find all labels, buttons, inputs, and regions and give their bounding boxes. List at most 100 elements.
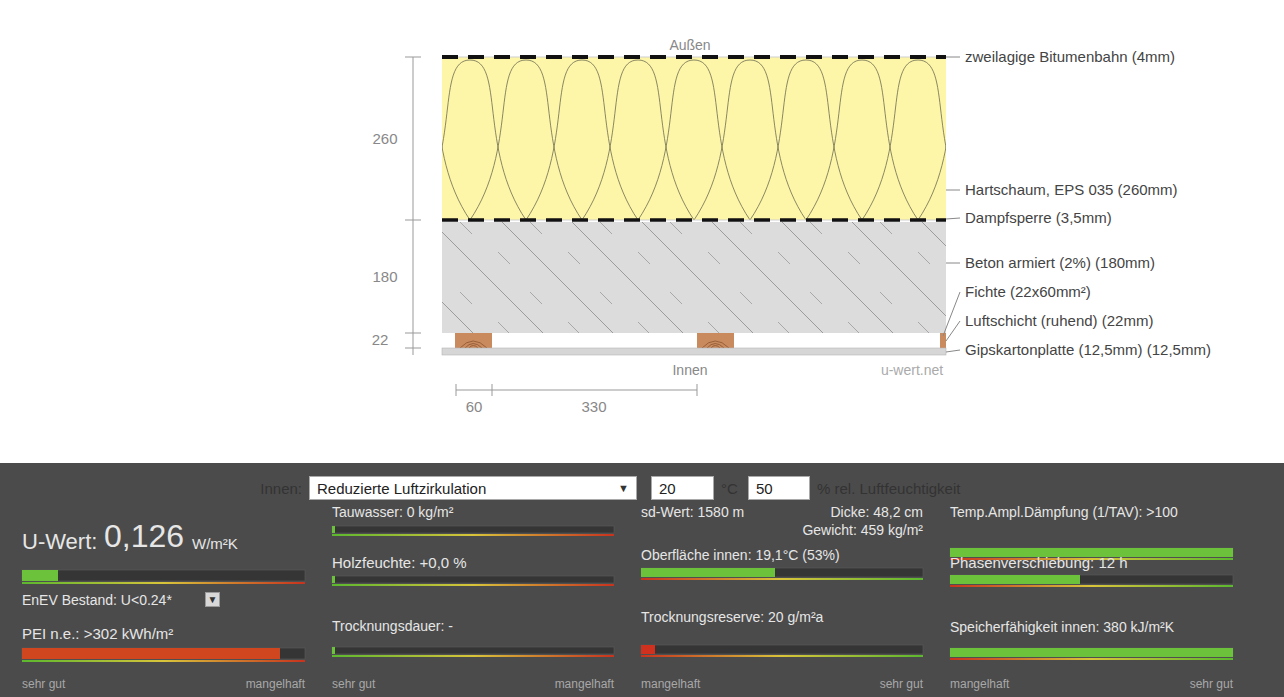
bar-fill bbox=[332, 526, 335, 533]
air-layer bbox=[442, 333, 946, 348]
spruce-battens bbox=[455, 333, 946, 348]
bar-fill bbox=[950, 575, 1080, 584]
eps-loop bbox=[442, 60, 526, 220]
eps-loop bbox=[862, 60, 946, 220]
result-value: Phasenverschiebung: 12 h bbox=[950, 554, 1128, 571]
dimension: 60 bbox=[466, 398, 483, 415]
bar-scale bbox=[332, 584, 614, 586]
eps-loop bbox=[582, 60, 694, 220]
eps-loop bbox=[442, 60, 470, 220]
scale-label: sehr gut bbox=[22, 678, 65, 692]
result-value: PEI n.e.: >302 kWh/m² bbox=[22, 625, 173, 642]
dropdown-button: ▼ bbox=[205, 592, 220, 607]
result-value: Holzfeuchte: +0,0 % bbox=[332, 554, 467, 571]
field-value: Reduzierte Luftzirkulation bbox=[317, 480, 486, 497]
field-value: 50 bbox=[756, 480, 773, 497]
dimension: 22 bbox=[372, 331, 389, 348]
eps-texture bbox=[442, 60, 946, 220]
side-label: Außen bbox=[669, 37, 710, 53]
bar-fill bbox=[22, 570, 58, 581]
side-label: Innen bbox=[672, 362, 707, 378]
field-label: Innen: bbox=[260, 480, 302, 497]
result-value: sd-Wert: 1580 m bbox=[641, 504, 744, 520]
bar-track bbox=[950, 575, 1233, 584]
layer-label: Beton armiert (2%) (180mm) bbox=[965, 254, 1155, 271]
eps-loop bbox=[638, 60, 750, 220]
bar-track bbox=[332, 647, 614, 654]
rating-bars bbox=[22, 526, 1233, 662]
eps-layer bbox=[442, 57, 946, 220]
result-value: Trocknungsdauer: - bbox=[332, 618, 453, 634]
bar-scale bbox=[22, 582, 305, 584]
gypsum-board bbox=[442, 348, 946, 355]
result-value: EnEV Bestand: U<0.24* bbox=[22, 592, 172, 608]
scale-label: sehr gut bbox=[332, 678, 375, 692]
bar-scale bbox=[641, 655, 923, 657]
bitumen-membrane-dashes bbox=[442, 55, 946, 59]
scale-label: mangelhaft bbox=[555, 678, 614, 692]
concrete-layer bbox=[442, 222, 946, 333]
dimension: 330 bbox=[581, 398, 606, 415]
bar-track bbox=[332, 576, 614, 583]
result-value: Oberfläche innen: 19,1°C (53%) bbox=[641, 547, 840, 563]
bar-track bbox=[22, 570, 305, 581]
eps-loop bbox=[750, 60, 862, 220]
bar-fill bbox=[641, 645, 655, 654]
dimension: 180 bbox=[372, 268, 397, 285]
temperature-input: 20 bbox=[651, 476, 714, 500]
eps-loop bbox=[526, 60, 638, 220]
result-value: Speicherfähigkeit innen: 380 kJ/m²K bbox=[950, 619, 1174, 635]
dimension: 260 bbox=[372, 130, 397, 147]
bar-track bbox=[332, 526, 614, 533]
concrete-hatch bbox=[442, 222, 946, 333]
result-value: Gewicht: 459 kg/m² bbox=[802, 522, 923, 538]
scale-label: sehr gut bbox=[1190, 678, 1233, 692]
bar-scale bbox=[950, 585, 1233, 587]
result-value: 0,126 bbox=[104, 518, 184, 555]
field-label: °C bbox=[721, 480, 738, 497]
bar-fill bbox=[641, 568, 775, 577]
field-value: ▼ bbox=[208, 594, 218, 605]
eps-loop bbox=[694, 60, 806, 220]
eps-loop bbox=[918, 60, 946, 220]
layer-label: Hartschaum, EPS 035 (260mm) bbox=[965, 181, 1178, 198]
bar-fill bbox=[22, 648, 280, 659]
leader-lines bbox=[943, 57, 960, 352]
scale-label: mangelhaft bbox=[641, 678, 700, 692]
bitumen-membrane bbox=[442, 57, 946, 58]
humidity-input: 50 bbox=[748, 476, 810, 500]
result-value: Temp.Ampl.Dämpfung (1/TAV): >100 bbox=[950, 504, 1178, 520]
bar-track bbox=[641, 645, 923, 654]
result-value: U-Wert: bbox=[22, 529, 97, 554]
vapour-barrier bbox=[442, 220, 946, 221]
bar-scale bbox=[332, 534, 614, 536]
bar-track bbox=[641, 568, 923, 577]
scale-label: mangelhaft bbox=[246, 678, 305, 692]
layer-label: zweilagige Bitumenbahn (4mm) bbox=[965, 48, 1175, 65]
bar-fill bbox=[332, 576, 335, 583]
bar-scale bbox=[332, 655, 614, 657]
vapour-barrier-dashes bbox=[442, 218, 946, 222]
scale-label: sehr gut bbox=[880, 678, 923, 692]
eps-loop bbox=[806, 60, 918, 220]
layer-label: Fichte (22x60mm²) bbox=[965, 283, 1091, 300]
bar-track bbox=[950, 648, 1233, 657]
result-value: Dicke: 48,2 cm bbox=[830, 504, 923, 520]
bar-scale bbox=[950, 658, 1233, 660]
layer-label: Gipskartonplatte (12,5mm) (12,5mm) bbox=[965, 341, 1211, 358]
bar-scale bbox=[22, 660, 305, 662]
bar-fill bbox=[332, 647, 335, 654]
result-panel bbox=[0, 463, 1284, 697]
bar-fill bbox=[950, 648, 1233, 657]
watermark: u-wert.net bbox=[881, 362, 943, 378]
field-label: % rel. Luftfeuchtigkeit bbox=[817, 480, 960, 497]
bar-track bbox=[22, 648, 305, 659]
field-value: 20 bbox=[659, 480, 676, 497]
result-value: Trocknungsreserve: 20 g/m²a bbox=[641, 609, 823, 625]
scale-label: mangelhaft bbox=[950, 678, 1009, 692]
eps-loop bbox=[470, 60, 582, 220]
result-value: W/m²K bbox=[192, 535, 238, 552]
dimension-lines bbox=[405, 57, 697, 396]
layer-label: Dampfsperre (3,5mm) bbox=[965, 209, 1112, 226]
layer-label: Luftschicht (ruhend) (22mm) bbox=[965, 312, 1153, 329]
